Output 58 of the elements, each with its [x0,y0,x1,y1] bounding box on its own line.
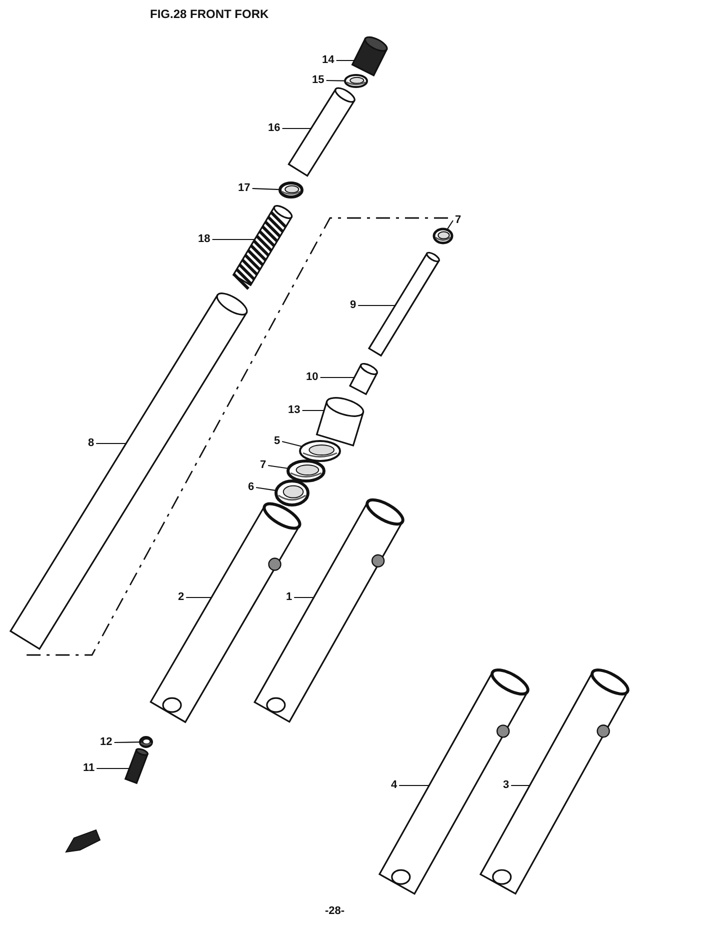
callout-number: 13 [288,404,300,417]
leader-line [268,464,289,470]
callout-number: 2 [178,591,184,604]
leader-line [446,220,454,230]
ring-drawing [286,460,326,482]
leader-line [114,742,140,744]
cylinder-piece-drawing [348,362,378,396]
page-number: -28- [325,905,345,918]
leader-line [282,128,311,130]
fork-cap-drawing [351,36,388,76]
bolt-drawing [124,748,149,784]
leader-line [96,442,126,444]
outer-tube-drawing [150,502,302,724]
spring-seat-drawing [278,182,304,198]
callout-number: 11 [83,762,95,775]
callout-number: 6 [248,481,254,494]
callout-number: 18 [198,233,210,246]
leader-line [256,486,276,492]
damper-rod-drawing [368,252,440,357]
leader-line [212,238,255,240]
callout-number: 5 [274,435,280,448]
leader-line [282,440,302,448]
callout-number: 7 [260,459,266,472]
callout-number: 4 [391,779,398,792]
o-ring-drawing [344,74,368,88]
callout-number: 14 [322,54,334,67]
figure-title: FIG.28 FRONT FORK [150,8,269,21]
callout-number: 17 [238,182,250,195]
callout-number: 7 [455,214,462,227]
callout-number: 9 [350,299,356,312]
leader-line [336,60,354,62]
leader-line [186,596,212,598]
leader-line [320,376,354,378]
callout-number: 12 [100,736,112,749]
callout-number: 1 [286,591,292,604]
leader-line [302,410,324,412]
callout-number: 3 [503,779,510,792]
leader-line [96,768,130,770]
seal-drawing [274,480,310,506]
leader-line [294,596,314,598]
callout-number: 10 [306,371,318,384]
spacer-tube-drawing [288,87,356,177]
callout-number: 8 [88,437,94,450]
washer-drawing [139,736,153,748]
leader-line [511,784,530,786]
outer-tube-drawing [254,498,404,723]
leader-line [399,784,430,786]
spring-drawing [232,205,293,290]
leader-line [358,304,396,306]
outer-tube-drawing [378,668,530,895]
ring-drawing [299,440,341,462]
ring-drawing [432,228,454,244]
callout-number: 16 [268,122,280,135]
outer-tube-drawing [479,668,630,895]
callout-number: 15 [312,74,324,87]
leader-line [252,188,280,190]
cone-seal-drawing [316,397,364,446]
leader-line [326,80,345,82]
